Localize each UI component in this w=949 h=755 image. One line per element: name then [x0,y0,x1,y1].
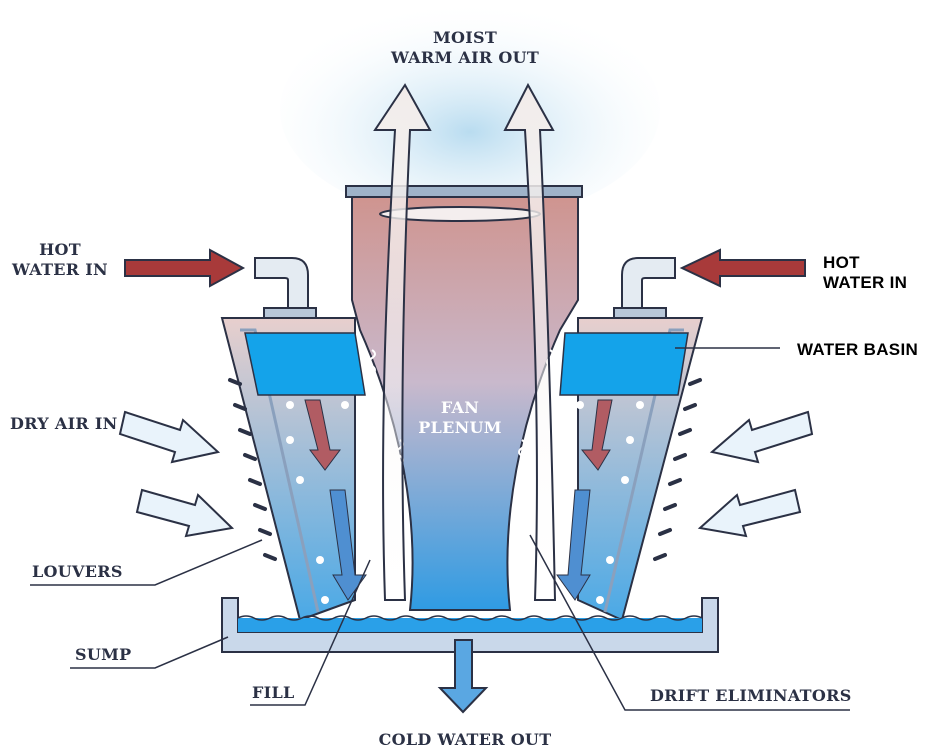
fan-plenum-label: FAN PLENUM [415,398,505,438]
label-line: WATER IN [823,273,908,292]
drift-eliminators-label: DRIFT ELIMINATORS [650,686,852,705]
label-line: PLENUM [418,418,502,437]
hot-water-arrow-left [124,248,246,288]
label-line: WARM AIR OUT [390,48,540,67]
dry-air-in-label: DRY AIR IN [10,414,118,433]
hot-water-arrow-right [679,248,806,288]
warm-air-arrow-left [373,83,432,601]
hot-water-in-right-label: HOT WATER IN [823,253,907,293]
label-line: HOT [39,240,81,259]
label-line: MOIST [432,28,498,47]
water-fall-arrow-left [304,399,341,471]
steam-cloud [280,0,660,220]
warm-air-arrow-right [503,82,557,601]
top-cap [345,185,583,198]
water-fall-arrow-right [580,399,613,471]
drift-eliminators-leader [529,534,850,711]
inlet-pipe-left [254,257,309,311]
fill-label: FILL [252,683,295,702]
sump-label: SUMP [75,645,132,664]
sump-leader [70,636,229,669]
moist-warm-air-out-label: MOIST WARM AIR OUT [370,28,560,68]
inlet-pipe-right [621,257,676,311]
label-line: HOT [823,253,860,272]
label-line: WATER IN [12,260,108,279]
louvers [228,378,702,561]
cold-water-out-label: COLD WATER OUT [378,730,552,749]
dry-air-arrows [118,410,814,538]
louvers-leader [30,539,263,586]
sump [221,597,719,653]
water-basin-right [559,332,689,396]
water-basin-left [244,332,366,396]
label-line: FAN [440,398,480,417]
cold-water-out-arrow [437,639,489,714]
hot-water-in-left-label: HOT WATER IN [5,240,115,280]
louvers-label: LOUVERS [32,562,123,581]
fill-leader [250,559,371,706]
water-basin-label: WATER BASIN [797,340,919,359]
